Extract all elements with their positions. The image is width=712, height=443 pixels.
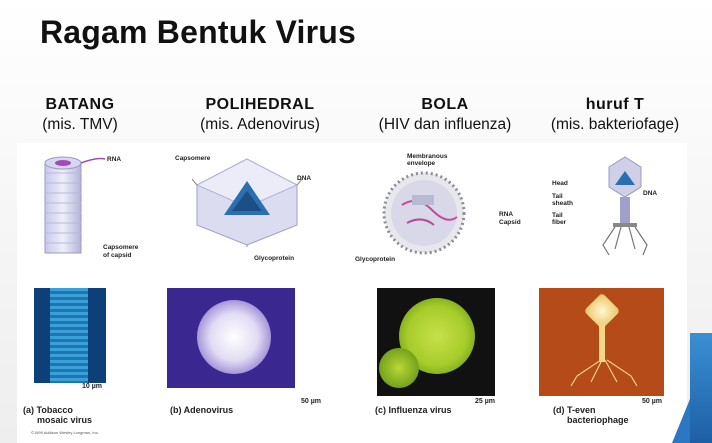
phage-sheath-label: sheath [552,200,573,207]
column-heading-batang: BATANG (mis. TMV) [0,96,165,134]
influenza-diagram [382,171,466,255]
column-heading-label: BATANG [45,96,115,113]
flu-glycoprotein-label: Glycoprotein [355,256,396,263]
column-heading-label: BOLA [421,96,469,113]
slide-corner-decoration [690,333,712,443]
column-heading-label: POLIHEDRAL [205,96,315,113]
adenovirus-micrograph [167,288,295,388]
column-heading-bola: BOLA (HIV dan influenza) [360,96,530,134]
phage-tail2-label: Tail [552,212,563,219]
adeno-dna-label: DNA [297,175,312,182]
caption-line: (a) Tobacco [23,405,73,415]
column-heading-sub: (HIV dan influenza) [378,116,512,133]
column-heading-polihedral: POLIHEDRAL (mis. Adenovirus) [175,96,345,134]
caption-line: (c) Influenza virus [375,405,452,415]
copyright-text: ©1999 Addison Wesley Longman, Inc. [31,430,99,435]
phage-head-label: Head [552,180,568,187]
flu-capsid-label: Capsid [499,219,521,226]
caption-influenza: (c) Influenza virus [375,405,452,415]
tmv-scale-bar: 10 µm [82,383,102,390]
caption-line: mosaic virus [37,415,93,425]
column-heading-huruf-t: huruf T (mis. bakteriofage) [530,96,700,134]
tmv-capsid-label: of capsid [103,252,132,259]
adeno-glycoprotein-label: Glycoprotein [254,255,295,262]
column-heading-sub: (mis. Adenovirus) [200,116,320,133]
flu-rna-label: RNA [499,211,514,218]
caption-line: (b) Adenovirus [170,405,234,415]
influenza-micrograph [377,288,495,396]
caption-line: bacteriophage [567,415,629,425]
flu-membranous-label: Membranous [407,153,448,160]
phage-dna-label: DNA [643,190,658,197]
virus-figure-panel: RNA Capsomere of capsid Capsomere DNA Gl… [17,143,687,443]
caption-line: (d) T-even [553,405,596,415]
phage-diagram [602,156,648,256]
caption-adenovirus: (b) Adenovirus [170,405,233,415]
flu-scale-bar: 25 µm [475,398,495,405]
phage-scale-bar: 50 µm [642,398,662,405]
caption-tmv: (a) Tobacco mosaic virus [23,405,92,425]
adeno-capsomere-label: Capsomere [175,155,211,162]
column-heading-label: huruf T [585,96,645,113]
tmv-micrograph [34,288,106,383]
phage-tail-label: Tail [552,193,563,200]
adenovirus-diagram [192,158,302,247]
tmv-rna-label: RNA [107,156,122,163]
flu-envelope-label: envelope [407,160,436,167]
tmv-capsomere-label: Capsomere [103,244,139,251]
column-heading-sub: (mis. TMV) [42,116,118,133]
page-title: Ragam Bentuk Virus [40,14,356,50]
phage-fiber-label: fiber [552,219,567,226]
tmv-diagram [44,156,106,254]
column-heading-sub: (mis. bakteriofage) [550,116,680,133]
adeno-scale-bar: 50 µm [301,398,321,405]
caption-phage: (d) T-even bacteriophage [553,405,629,425]
phage-micrograph [539,288,664,396]
